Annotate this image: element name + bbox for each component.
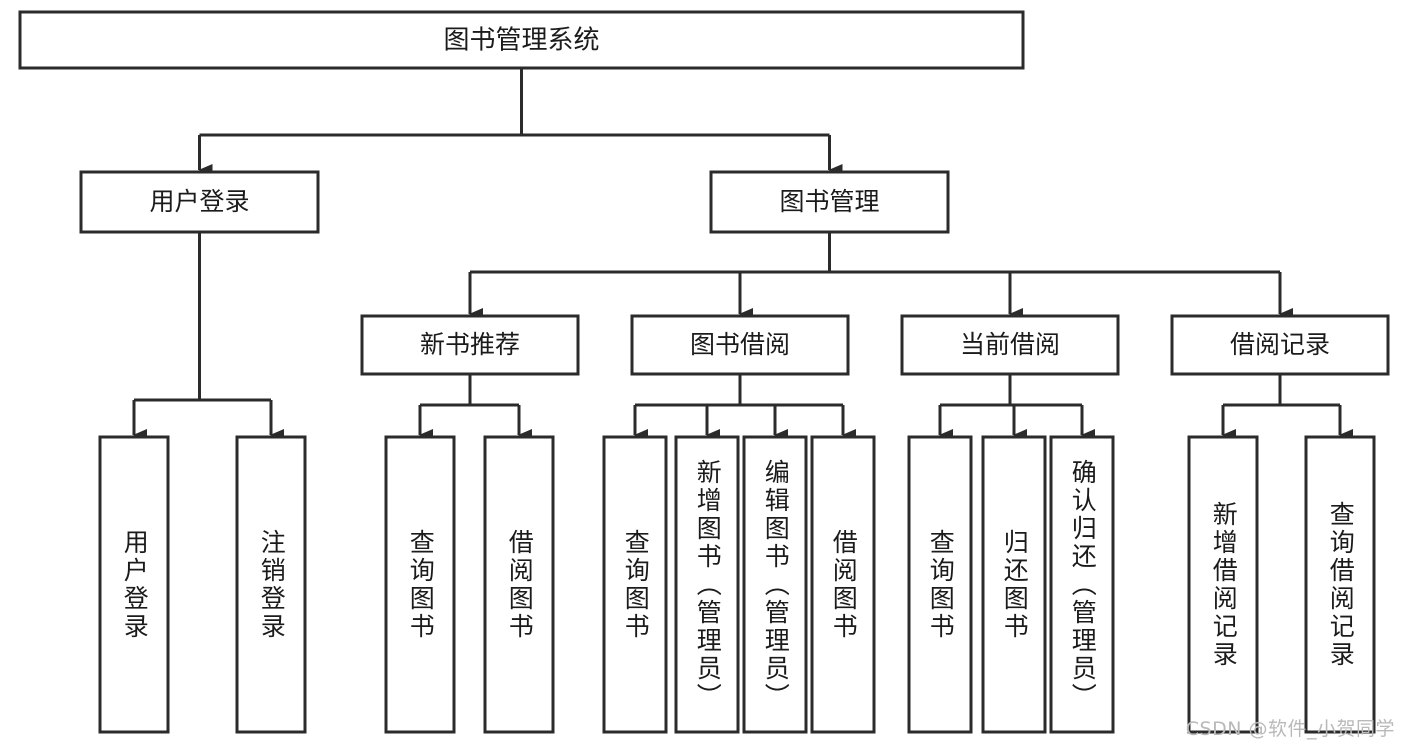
leaf-node-4[interactable] <box>483 435 555 734</box>
leaf-node-10-rect[interactable] <box>981 435 1047 734</box>
leaf-node-6-rect[interactable] <box>674 435 740 734</box>
level3-node-3-rect[interactable] <box>900 314 1120 376</box>
leaf-node-13[interactable] <box>1304 435 1376 734</box>
watermark-text: CSDN @软件_小贺同学 <box>1185 718 1395 740</box>
leaf-node-7[interactable] <box>742 435 808 734</box>
level3-node-3[interactable]: 当前借阅 <box>900 314 1120 376</box>
leaf-node-2[interactable] <box>235 435 307 734</box>
level2-node-1-rect[interactable] <box>79 170 320 234</box>
level3-node-3-label: 当前借阅 <box>960 330 1060 359</box>
leaf-node-5-rect[interactable] <box>602 435 668 734</box>
root-node-book-management-system-label: 图书管理系统 <box>443 26 599 56</box>
level3-node-1-rect[interactable] <box>360 314 580 376</box>
leaf-node-11-rect[interactable] <box>1049 435 1115 734</box>
level3-node-1-label: 新书推荐 <box>420 330 520 359</box>
level2-node-1[interactable]: 用户登录 <box>79 170 320 234</box>
leaf-node-10[interactable] <box>981 435 1047 734</box>
leaf-node-12-rect[interactable] <box>1187 435 1259 734</box>
root-node-book-management-system-rect[interactable] <box>18 10 1025 70</box>
leaf-node-9[interactable] <box>907 435 973 734</box>
leaf-node-8-rect[interactable] <box>810 435 876 734</box>
level2-node-2-label: 图书管理 <box>779 187 879 216</box>
leaf-node-9-rect[interactable] <box>907 435 973 734</box>
root-node-book-management-system[interactable]: 图书管理系统 <box>18 10 1025 70</box>
leaf-node-11[interactable] <box>1049 435 1115 734</box>
connector-edges <box>132 68 1353 441</box>
leaf-node-5[interactable] <box>602 435 668 734</box>
level3-node-1[interactable]: 新书推荐 <box>360 314 580 376</box>
leaf-node-2-rect[interactable] <box>235 435 307 734</box>
level3-node-2-label: 图书借阅 <box>690 330 790 359</box>
leaf-node-1[interactable] <box>98 435 170 734</box>
level3-node-2[interactable]: 图书借阅 <box>630 314 850 376</box>
level3-node-2-rect[interactable] <box>630 314 850 376</box>
level2-node-2-rect[interactable] <box>709 170 950 234</box>
leaf-node-6[interactable] <box>674 435 740 734</box>
level2-node-1-label: 用户登录 <box>149 187 249 216</box>
leaf-node-1-rect[interactable] <box>98 435 170 734</box>
level3-node-4-rect[interactable] <box>1170 314 1390 376</box>
level2-node-2[interactable]: 图书管理 <box>709 170 950 234</box>
leaf-node-4-rect[interactable] <box>483 435 555 734</box>
level3-node-4[interactable]: 借阅记录 <box>1170 314 1390 376</box>
leaf-node-12[interactable] <box>1187 435 1259 734</box>
leaf-node-3-rect[interactable] <box>384 435 456 734</box>
leaf-node-7-rect[interactable] <box>742 435 808 734</box>
leaf-node-8[interactable] <box>810 435 876 734</box>
leaf-node-3[interactable] <box>384 435 456 734</box>
leaf-node-13-rect[interactable] <box>1304 435 1376 734</box>
level3-node-4-label: 借阅记录 <box>1230 330 1330 359</box>
